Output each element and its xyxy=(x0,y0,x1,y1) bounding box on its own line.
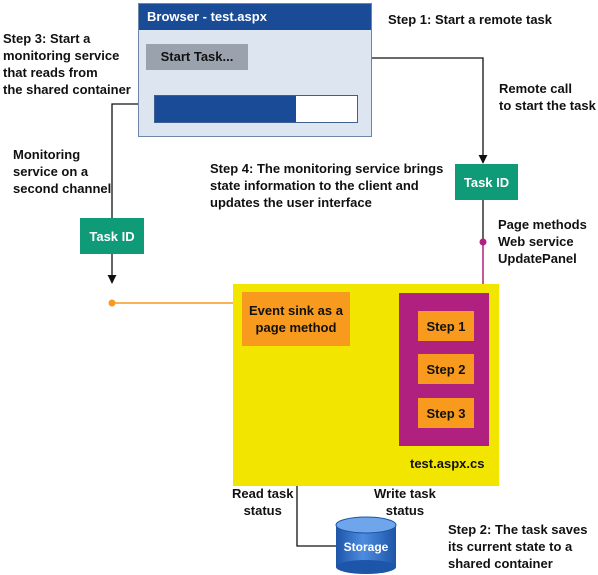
read-status-label: Read task status xyxy=(232,486,294,518)
monitoring-line xyxy=(111,103,138,218)
event-sink-box: Event sink as a page method xyxy=(242,292,350,346)
write-status-label: Write task status xyxy=(374,486,436,518)
file-name-label: test.aspx.cs xyxy=(410,456,485,471)
browser-window: Browser - test.aspx Start Task... xyxy=(138,3,372,137)
task-step-2: Step 2 xyxy=(418,354,474,384)
task-id-badge-left: Task ID xyxy=(80,218,144,254)
step3-label: Step 3: Start a monitoring service that … xyxy=(3,31,131,97)
remote-call-line xyxy=(372,57,488,164)
monitoring-label: Monitoring service on a second channel xyxy=(13,147,112,196)
task-id-badge-right: Task ID xyxy=(455,164,518,200)
monitor-dot xyxy=(108,299,116,307)
page-methods-dot xyxy=(479,238,487,246)
task-step-1: Step 1 xyxy=(418,311,474,341)
task-step-3: Step 3 xyxy=(418,398,474,428)
page-methods-label: Page methods Web service UpdatePanel xyxy=(498,217,587,266)
step4-label: Step 4: The monitoring service brings st… xyxy=(210,161,444,210)
browser-title: Browser - test.aspx xyxy=(139,4,371,30)
progress-fill xyxy=(155,96,297,122)
step1-label: Step 1: Start a remote task xyxy=(388,12,553,27)
remote-call-label: Remote call to start the task xyxy=(499,81,596,113)
start-task-button[interactable]: Start Task... xyxy=(146,44,248,70)
progress-bar xyxy=(154,95,358,123)
step2-label: Step 2: The task saves its current state… xyxy=(448,522,588,571)
storage-cylinder xyxy=(335,516,397,574)
storage-label: Storage xyxy=(343,540,389,554)
